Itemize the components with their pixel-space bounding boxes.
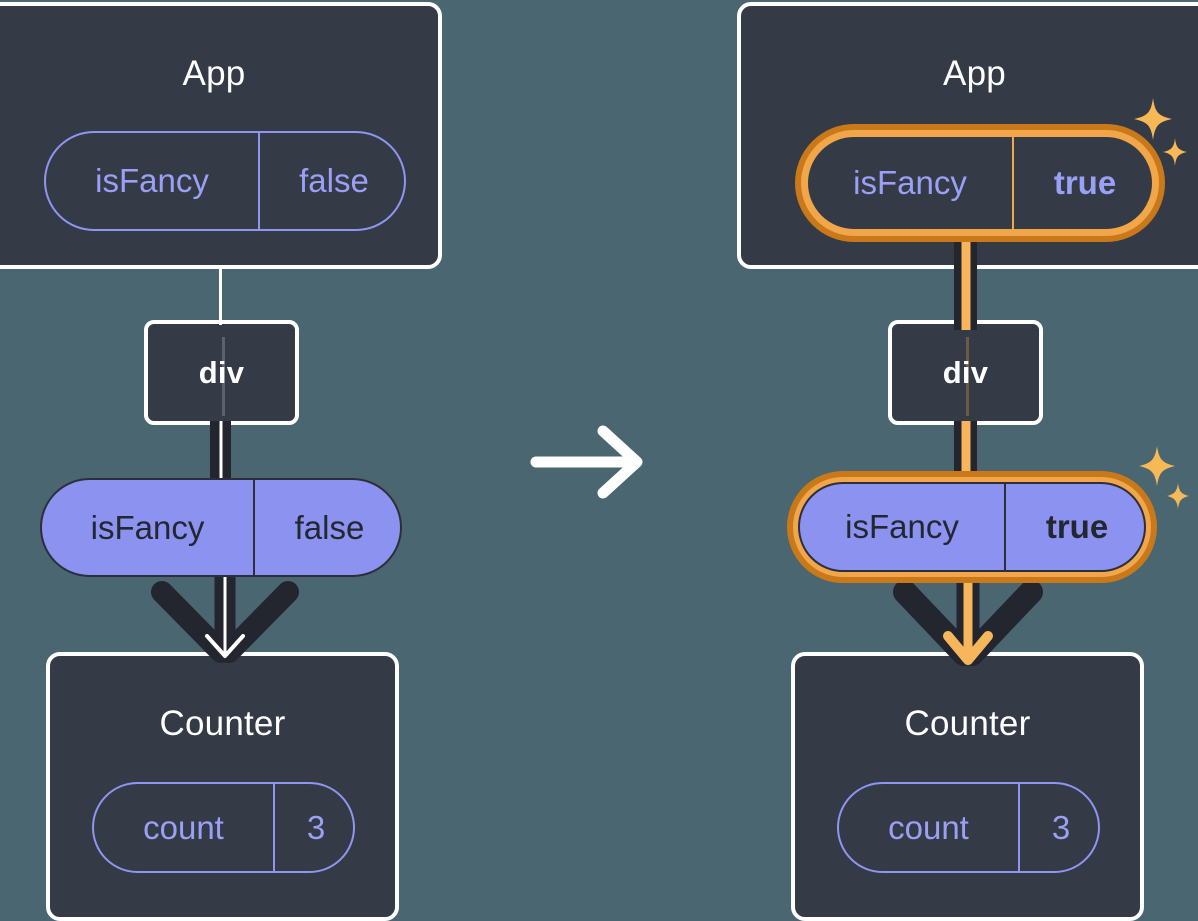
prop-pill-highlight-ring-after: isFancy true — [787, 471, 1157, 583]
connector-app-to-div-after — [954, 215, 977, 330]
counter-state-pill-after: count 3 — [837, 782, 1100, 873]
counter-title-after: Counter — [904, 704, 1031, 743]
counter-title-before: Counter — [159, 704, 286, 743]
connector-ghost-div-before — [222, 337, 225, 416]
counter-box-before: Counter count 3 — [46, 652, 399, 921]
app-state-pill-after: isFancy true — [806, 135, 1154, 231]
prop-pill-after: isFancy true — [798, 482, 1146, 572]
prop-pill-name-after: isFancy — [845, 508, 959, 545]
connector-core-app-after — [961, 215, 970, 330]
app-box-before: App isFancy false — [0, 2, 442, 269]
app-title-after: App — [943, 54, 1006, 93]
div-title-after: div — [942, 355, 989, 390]
transition-arrow-right-icon — [530, 425, 643, 499]
sparkle-icon-app-after — [1134, 98, 1187, 166]
counter-state-pill-before: count 3 — [92, 782, 355, 873]
arrow-prop-to-counter-after — [893, 572, 1043, 666]
app-state-name-before: isFancy — [95, 162, 209, 199]
app-box-after: App isFancy true — [737, 2, 1198, 269]
prop-pill-value-after: true — [1004, 484, 1144, 570]
div-title-before: div — [198, 355, 245, 390]
counter-state-value-before: 3 — [273, 784, 353, 871]
counter-state-name-before: count — [143, 808, 224, 846]
app-state-value-before: false — [258, 133, 404, 229]
counter-state-value-after: 3 — [1018, 784, 1098, 871]
app-state-value-after: true — [1012, 137, 1152, 229]
app-state-pill-before: isFancy false — [44, 131, 406, 231]
counter-box-after: Counter count 3 — [791, 652, 1144, 921]
app-state-name-after: isFancy — [853, 164, 967, 201]
arrow-prop-to-counter-before — [151, 570, 299, 663]
connector-ghost-div-after — [966, 337, 969, 416]
app-title-before: App — [182, 54, 246, 93]
connector-app-to-div-before — [219, 265, 222, 325]
sparkle-icon-prop-after — [1139, 446, 1189, 509]
prop-pill-value-before: false — [253, 480, 400, 575]
connector-core-prop-after — [961, 421, 970, 486]
counter-state-name-after: count — [888, 808, 969, 846]
connector-div-to-prop-after — [954, 421, 977, 486]
connector-core-before — [219, 421, 222, 486]
prop-pill-name-before: isFancy — [90, 508, 205, 546]
app-state-highlight-ring-after: isFancy true — [795, 124, 1165, 242]
div-box-after: div — [888, 320, 1043, 425]
prop-pill-before: isFancy false — [40, 478, 402, 577]
connector-div-to-prop-before — [210, 421, 231, 486]
